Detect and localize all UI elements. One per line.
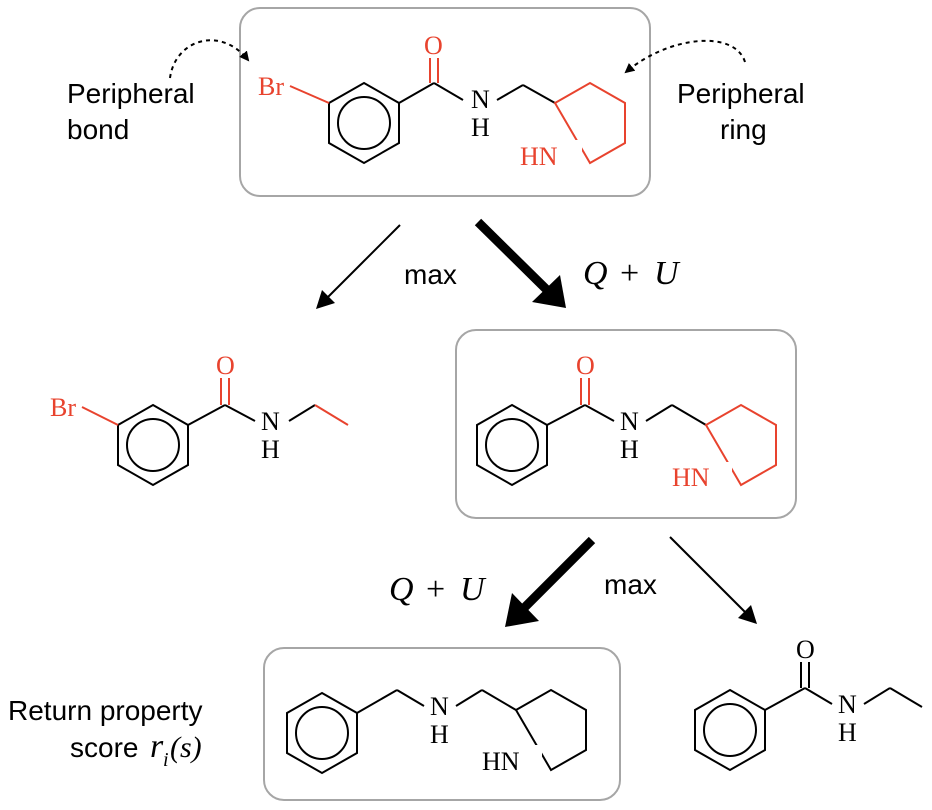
svg-text:H: H xyxy=(620,435,639,464)
svg-text:HN: HN xyxy=(672,463,710,492)
oxygen-label: O xyxy=(424,31,443,60)
root-molecule-box xyxy=(239,7,651,197)
peripheral-bond-label-1: Peripheral xyxy=(67,78,195,109)
svg-text:score: score xyxy=(70,732,138,763)
svg-text:H: H xyxy=(261,435,280,464)
peripheral-ring-label-1: Peripheral xyxy=(677,78,805,109)
return-score-line1: Return property xyxy=(8,695,203,726)
svg-text:Q: Q xyxy=(389,571,414,608)
svg-text:Br: Br xyxy=(50,393,76,422)
peripheral-bond-arrow xyxy=(169,39,250,79)
svg-text:N: N xyxy=(620,407,639,436)
qu-label-bottom: Q + U xyxy=(389,571,487,608)
leaf-molecule xyxy=(286,688,587,775)
peripheral-bond-label-2: bond xyxy=(67,114,129,145)
peripheral-ring-arrow xyxy=(624,39,746,74)
svg-text:(s): (s) xyxy=(170,731,202,764)
svg-text:H: H xyxy=(430,720,449,749)
svg-text:r: r xyxy=(150,728,164,765)
nitrogen-label: N xyxy=(471,85,490,114)
return-score-line2: score r i (s) xyxy=(70,728,202,771)
svg-text:HN: HN xyxy=(482,747,520,776)
svg-text:U: U xyxy=(460,571,487,608)
qu-label-top: Q + U xyxy=(583,255,681,292)
svg-text:U: U xyxy=(654,255,681,292)
svg-text:i: i xyxy=(163,749,169,771)
svg-text:Q: Q xyxy=(583,255,608,292)
svg-text:H: H xyxy=(838,718,857,747)
qu-arrow-left xyxy=(505,536,596,627)
root-molecule: Br O N H xyxy=(258,31,626,165)
svg-text:N: N xyxy=(261,407,280,436)
bromine-label: Br xyxy=(258,72,284,101)
max-label-bottom: max xyxy=(604,569,657,600)
svg-text:+: + xyxy=(620,255,639,292)
peripheral-ring-label-2: ring xyxy=(720,114,767,145)
leaf-molecule-box xyxy=(263,647,621,801)
svg-text:O: O xyxy=(796,635,815,664)
svg-text:N: N xyxy=(838,690,857,719)
svg-text:O: O xyxy=(576,351,595,380)
max-label-top: max xyxy=(404,259,457,290)
hn-label: HN xyxy=(520,142,558,171)
selected-child-box xyxy=(455,329,797,519)
max-arrow-right xyxy=(669,536,757,624)
svg-text:O: O xyxy=(216,351,235,380)
left-child-molecule: Br O N H xyxy=(50,351,349,487)
right-leaf-molecule xyxy=(694,662,923,772)
max-arrow-left xyxy=(316,224,401,309)
hydrogen-label: H xyxy=(471,113,490,142)
svg-text:N: N xyxy=(430,692,449,721)
selected-child-molecule: O N H xyxy=(476,351,777,487)
svg-text:+: + xyxy=(426,571,445,608)
qu-arrow-right xyxy=(474,218,566,308)
